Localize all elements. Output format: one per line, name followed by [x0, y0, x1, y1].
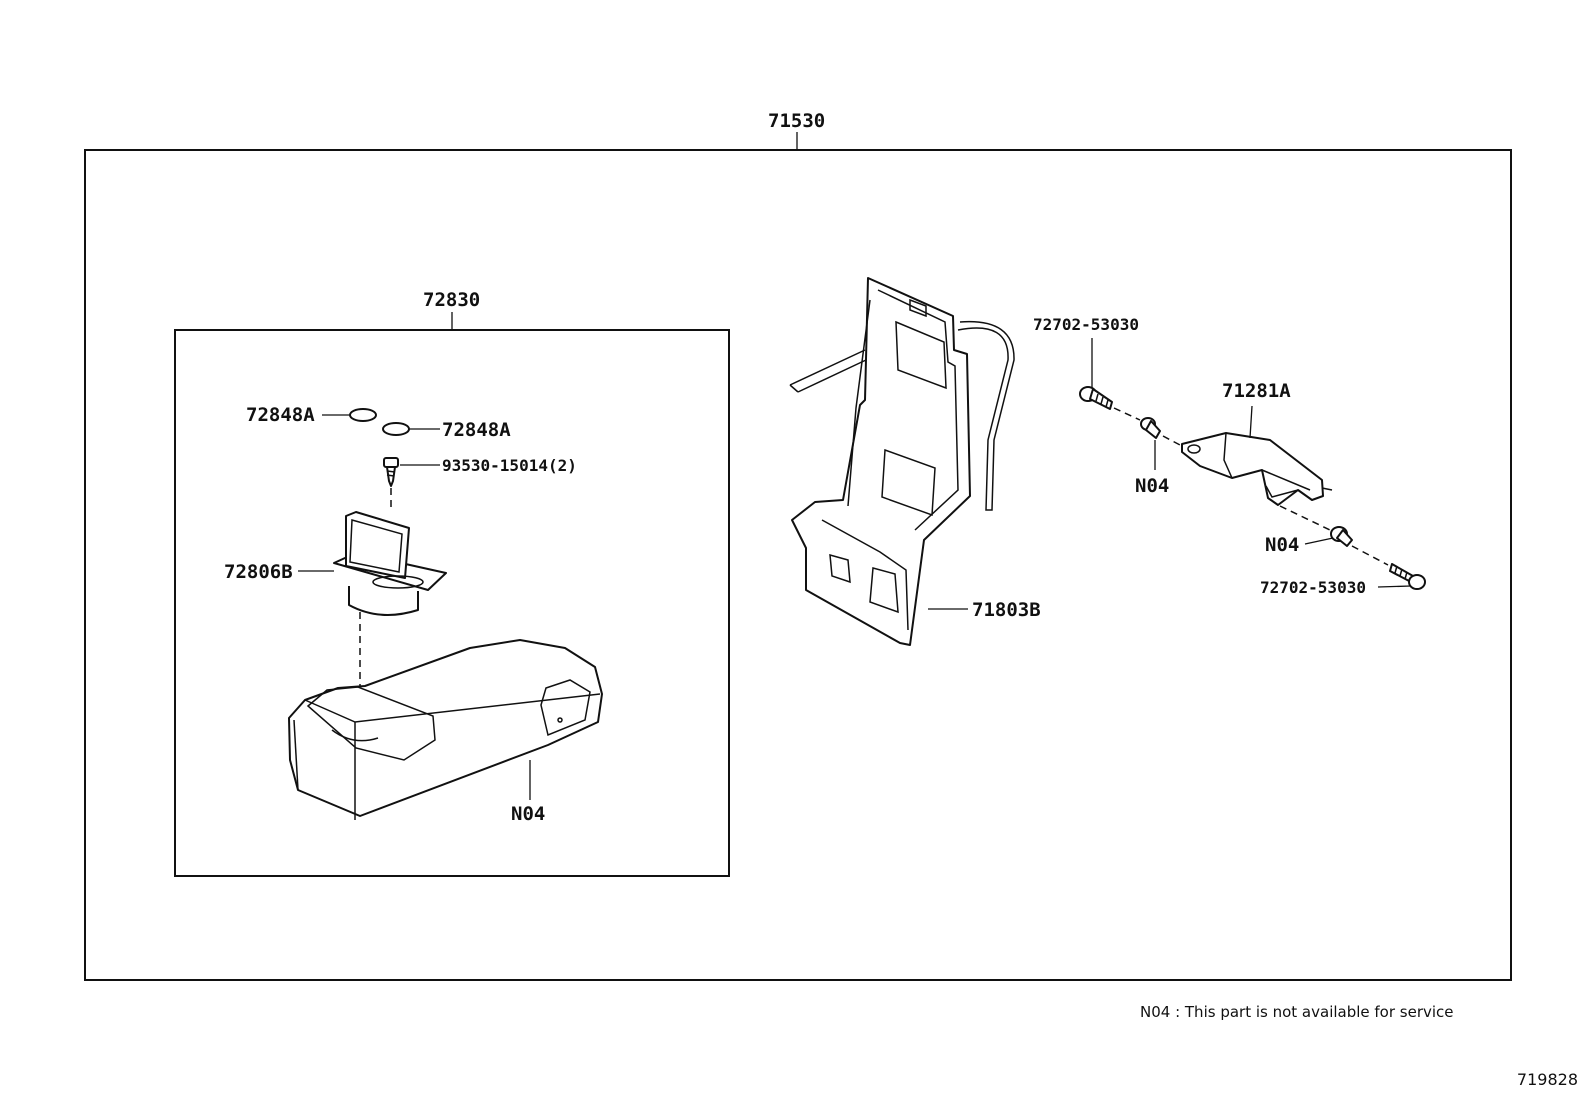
- bracket-frame-part: [789, 277, 1015, 646]
- label-bolt-top: 72702-53030: [1033, 315, 1139, 334]
- diagram-code: 719828: [1516, 1070, 1578, 1089]
- label-holder: 72806B: [224, 561, 293, 583]
- label-cap-a: 72848A: [246, 404, 315, 426]
- bolt-top-part: [1079, 386, 1113, 410]
- screw-part: [383, 457, 399, 487]
- label-collar-top: N04: [1135, 475, 1169, 497]
- collar-bottom-part: [1330, 526, 1353, 547]
- label-cap-b: 72848A: [442, 419, 511, 441]
- hinge-bracket-part: [1181, 432, 1333, 506]
- label-screw: 93530-15014(2): [442, 456, 577, 475]
- holder-part: [333, 511, 447, 616]
- label-armrest: N04: [511, 803, 545, 825]
- footnote: N04 : This part is not available for ser…: [1140, 1003, 1454, 1021]
- bolt-bottom-part: [1389, 563, 1426, 590]
- label-bracket-frame: 71803B: [972, 599, 1041, 621]
- label-collar-bottom: N04: [1265, 534, 1299, 556]
- cap-part: [349, 408, 410, 436]
- label-bolt-bottom: 72702-53030: [1260, 578, 1366, 597]
- armrest-part: [288, 639, 603, 820]
- assembly-frame: [84, 149, 1512, 981]
- label-hinge-bracket: 71281A: [1222, 380, 1291, 402]
- label-sub-assembly: 72830: [423, 289, 480, 311]
- label-assembly: 71530: [768, 110, 825, 132]
- collar-top-part: [1140, 417, 1161, 439]
